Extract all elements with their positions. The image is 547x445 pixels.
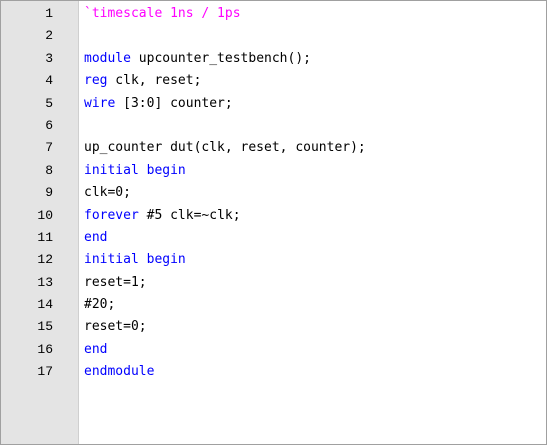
keyword-token: end (84, 229, 108, 245)
keyword-token: forever (84, 207, 139, 223)
code-token: clk=0; (84, 185, 131, 201)
line-number: 13 (37, 274, 53, 290)
keyword-token: initial begin (84, 162, 186, 178)
code-token: upcounter_testbench(); (130, 50, 311, 66)
code-line[interactable]: 14 #20; (1, 294, 546, 316)
code-line[interactable]: 16 end (1, 339, 546, 361)
code-token: up_counter dut(clk, reset, counter); (84, 140, 366, 156)
line-code: wire [3:0] counter; (53, 93, 233, 115)
line-number-gutter (1, 1, 79, 444)
line-number: 15 (37, 319, 53, 335)
line-number: 1 (45, 6, 53, 21)
line-code: reset=0; (53, 316, 147, 338)
code-token: [3:0] counter; (115, 95, 233, 111)
line-code: endmodule (53, 361, 154, 383)
line-number: 10 (37, 207, 53, 223)
line-number: 16 (37, 341, 53, 357)
code-line[interactable]: 1 `timescale 1ns / 1ps (1, 3, 546, 25)
keyword-token: endmodule (84, 364, 155, 380)
line-number: 17 (37, 364, 53, 380)
line-number: 14 (37, 297, 53, 313)
line-number: 5 (45, 95, 53, 111)
code-line[interactable]: 2 (1, 25, 546, 47)
code-line[interactable]: 9 clk=0; (1, 182, 546, 204)
line-number: 9 (45, 185, 53, 201)
line-code (53, 25, 84, 47)
code-line[interactable]: 13 reset=1; (1, 272, 546, 294)
code-token: #5 clk=~clk; (138, 207, 241, 223)
line-code: `timescale 1ns / 1ps (53, 3, 241, 25)
line-code: forever #5 clk=~clk; (53, 205, 241, 227)
line-code: initial begin (53, 249, 186, 271)
code-line[interactable]: 6 (1, 115, 546, 137)
code-line[interactable]: 12 initial begin (1, 249, 546, 271)
code-line[interactable]: 7 up_counter dut(clk, reset, counter); (1, 137, 546, 159)
line-number: 3 (45, 50, 53, 66)
line-code: end (53, 339, 107, 361)
directive-token: `timescale 1ns / 1ps (84, 6, 241, 21)
code-token: clk, reset; (107, 73, 202, 89)
keyword-token: wire (84, 95, 116, 111)
keyword-token: module (84, 50, 131, 66)
line-code: reset=1; (53, 272, 147, 294)
code-token: reset=0; (84, 319, 147, 335)
keyword-token: initial begin (84, 252, 186, 268)
line-code: module upcounter_testbench(); (53, 48, 311, 70)
line-code: end (53, 227, 107, 249)
code-line[interactable]: 17 endmodule (1, 361, 546, 383)
keyword-token: reg (84, 73, 108, 89)
line-code: initial begin (53, 160, 186, 182)
line-number: 7 (45, 140, 53, 156)
line-code (53, 115, 84, 137)
line-code: up_counter dut(clk, reset, counter); (53, 137, 366, 159)
line-number: 6 (45, 117, 53, 133)
code-token: #20; (84, 297, 116, 313)
code-token: reset=1; (84, 274, 147, 290)
code-line[interactable]: 11 end (1, 227, 546, 249)
code-line[interactable]: 8 initial begin (1, 160, 546, 182)
code-line[interactable]: 15 reset=0; (1, 316, 546, 338)
line-number: 11 (37, 229, 53, 245)
line-code: clk=0; (53, 182, 131, 204)
line-code: #20; (53, 294, 115, 316)
line-number: 4 (45, 73, 53, 89)
line-number: 2 (45, 28, 53, 44)
line-code: reg clk, reset; (53, 70, 201, 92)
keyword-token: end (84, 341, 108, 357)
line-number: 12 (37, 252, 53, 268)
line-number: 8 (45, 162, 53, 178)
